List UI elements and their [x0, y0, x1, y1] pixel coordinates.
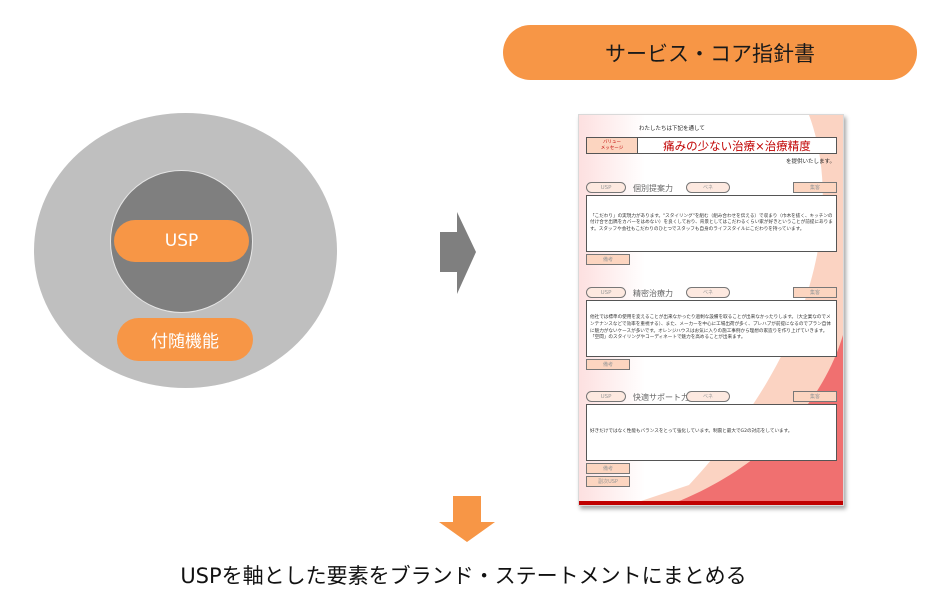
customer-acquisition-tag: 集客 [793, 287, 837, 298]
caption: USPを軸とした要素をブランド・ステートメントにまとめる [180, 564, 747, 588]
page-title: サービス・コア指針書 [503, 25, 917, 80]
secondary-usp-tag: 副次USP [586, 476, 630, 487]
right-arrow-icon [440, 212, 476, 294]
remarks-tag: 備考 [586, 359, 630, 370]
section-title: 個別提案力 [633, 184, 673, 193]
value-message-label: バリューメッセージ [587, 138, 638, 153]
usp-pill: USP [114, 220, 249, 262]
usp-tag: USP [586, 182, 626, 193]
down-arrow-icon [439, 496, 495, 542]
usp-tag: USP [586, 391, 626, 402]
remarks-tag: 備考 [586, 463, 630, 474]
benefit-tag: ベネ [686, 287, 730, 298]
provide-text: を提供いたします。 [786, 159, 835, 165]
accessory-features-pill: 付随機能 [117, 318, 253, 361]
customer-acquisition-tag: 集客 [793, 391, 837, 402]
value-message-text: 痛みの少ない治療×治療精度 [663, 138, 811, 153]
section-title: 精密治療力 [633, 289, 673, 298]
section-title: 快適サポート力 [633, 393, 689, 402]
customer-acquisition-tag: 集客 [793, 182, 837, 193]
remarks-tag: 備考 [586, 254, 630, 265]
intro-text: わたしたちは下記を通して [639, 126, 705, 132]
section-body: 「こだわり」の実現力があります。"スタイリング"を組む（組み合わせを伝える）で収… [586, 195, 837, 252]
value-message-box: バリューメッセージ 痛みの少ない治療×治療精度 [586, 137, 837, 154]
benefit-tag: ベネ [686, 391, 730, 402]
service-core-guideline-document: わたしたちは下記を通して バリューメッセージ 痛みの少ない治療×治療精度 を提供… [578, 114, 844, 506]
usp-tag: USP [586, 287, 626, 298]
section-body: 他社では標準の使用を変えることが出来なかったり過剰な設備を取ることが出来なかった… [586, 300, 837, 357]
benefit-tag: ベネ [686, 182, 730, 193]
document-bottom-bar [579, 501, 843, 505]
section-body: 好きだけではなく性能もバランスをとって強化しています。制震と最大でG2の対応をし… [586, 404, 837, 461]
